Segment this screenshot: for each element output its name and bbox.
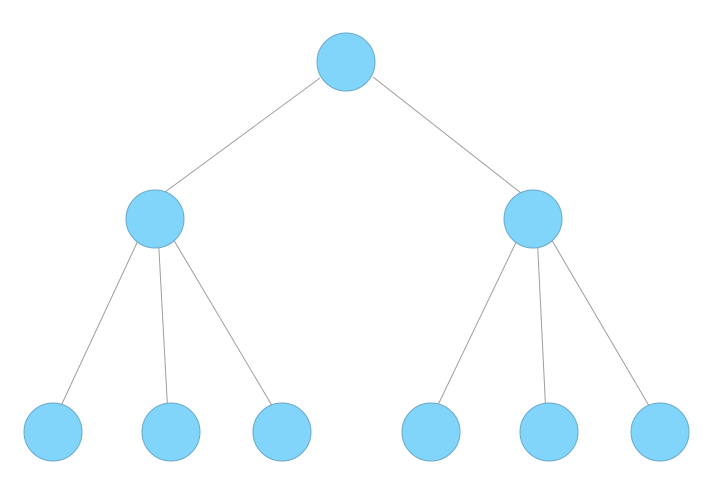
node-left-leaf-3[interactable]: [252, 402, 312, 462]
edge-right-child-to-right-leaf-2: [536, 231, 547, 417]
node-left-leaf-1[interactable]: [23, 402, 83, 462]
edge-left-child-to-left-leaf-1: [59, 231, 143, 409]
edge-right-child-to-right-leaf-1: [436, 231, 522, 408]
edge-left-child-to-left-leaf-2: [157, 231, 169, 417]
edge-right-child-to-right-leaf-3: [546, 231, 656, 417]
node-right-leaf-1[interactable]: [401, 402, 461, 462]
node-right-child[interactable]: [503, 189, 563, 249]
node-root[interactable]: [316, 32, 376, 92]
node-right-leaf-2[interactable]: [519, 402, 579, 462]
node-right-leaf-3[interactable]: [630, 402, 690, 462]
edge-left-child-to-left-leaf-3: [168, 231, 278, 415]
edge-root-to-right-child: [372, 76, 536, 205]
nodes-layer: [23, 32, 690, 462]
node-left-leaf-2[interactable]: [141, 402, 201, 462]
node-left-child[interactable]: [125, 189, 185, 249]
edges-layer: [59, 76, 656, 417]
edge-root-to-left-child: [160, 77, 321, 196]
